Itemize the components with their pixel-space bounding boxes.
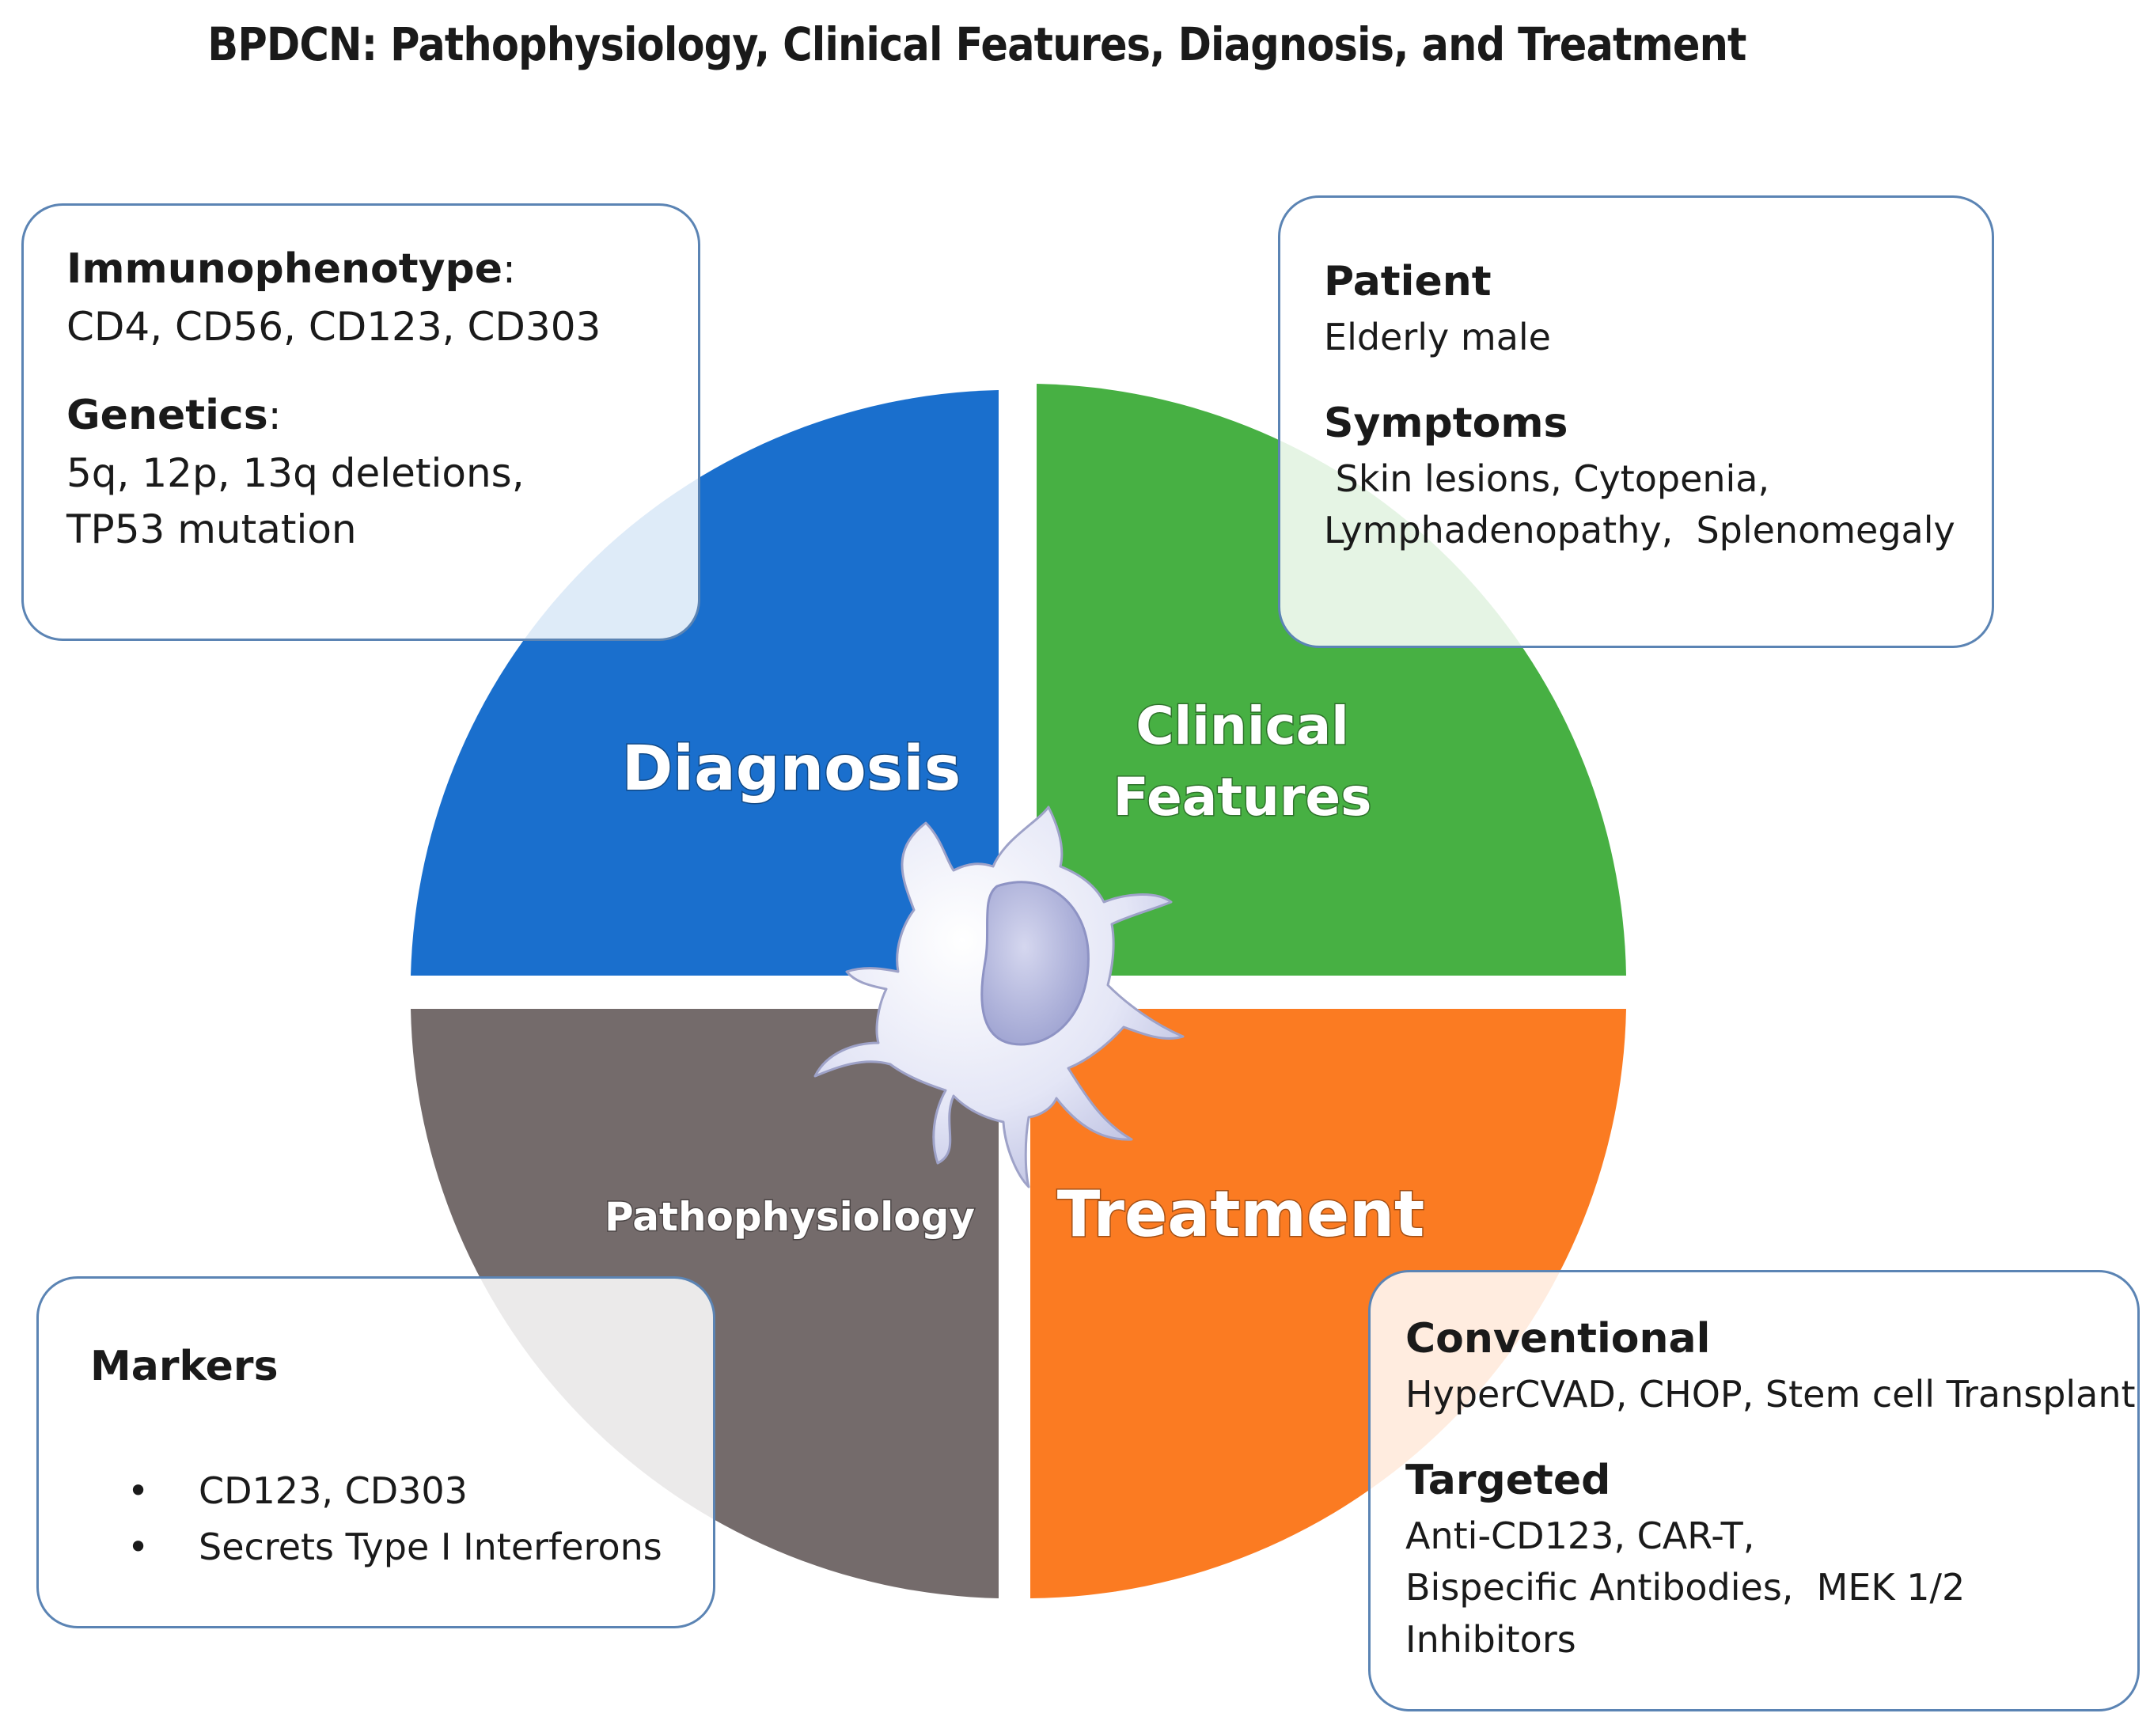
patient-text: Elderly male bbox=[1324, 315, 1551, 358]
treatment-label: Treatment bbox=[1057, 1177, 1425, 1251]
diagnosis-quadrant bbox=[411, 390, 999, 976]
pathophysiology-info-card: Markers CD123, CD303 Secrets Type I Inte… bbox=[36, 1276, 715, 1628]
clinical-features-label-line2: Features bbox=[1113, 767, 1372, 828]
patient-heading: Patient bbox=[1324, 258, 1492, 305]
treatment-info-card: Conventional HyperCVAD, CHOP, Stem cell … bbox=[1368, 1270, 2140, 1711]
treatment-quadrant bbox=[1030, 1009, 1626, 1598]
genetics-text: 5q, 12p, 13q deletions, TP53 mutation bbox=[66, 449, 525, 552]
clinical-features-label-line1: Clinical bbox=[1136, 696, 1349, 756]
targeted-heading: Targeted bbox=[1405, 1457, 1611, 1505]
immunophenotype-text: CD4, CD56, CD123, CD303 bbox=[66, 303, 601, 350]
symptoms-text: Skin lesions, Cytopenia, Lymphadenopathy… bbox=[1324, 457, 1955, 552]
immunophenotype-colon: : bbox=[502, 246, 516, 292]
marker-item: CD123, CD303 bbox=[127, 1463, 713, 1520]
genetics-colon: : bbox=[267, 392, 282, 438]
immunophenotype-heading: Immunophenotype bbox=[66, 245, 502, 293]
symptoms-heading: Symptoms bbox=[1324, 400, 1568, 448]
pathophysiology-label: Pathophysiology bbox=[605, 1194, 975, 1240]
page-title: BPDCN: Pathophysiology, Clinical Feature… bbox=[207, 17, 1746, 71]
markers-list: CD123, CD303 Secrets Type I Interferons bbox=[127, 1463, 713, 1576]
genetics-heading: Genetics bbox=[66, 391, 268, 439]
marker-item: Secrets Type I Interferons bbox=[127, 1519, 713, 1576]
clinical-features-quadrant bbox=[1037, 384, 1626, 976]
markers-heading: Markers bbox=[90, 1343, 279, 1390]
diagnosis-label: Diagnosis bbox=[622, 733, 961, 805]
clinical-features-info-card: Patient Elderly male Symptoms Skin lesio… bbox=[1278, 195, 1994, 648]
conventional-text: HyperCVAD, CHOP, Stem cell Transplant bbox=[1405, 1372, 2136, 1416]
conventional-heading: Conventional bbox=[1405, 1315, 1711, 1363]
diagnosis-info-card: Immunophenotype: CD4, CD56, CD123, CD303… bbox=[21, 203, 700, 641]
targeted-text: Anti-CD123, CAR-T, Bispecific Antibodies… bbox=[1405, 1514, 1966, 1661]
dendritic-cell-icon bbox=[813, 805, 1185, 1188]
